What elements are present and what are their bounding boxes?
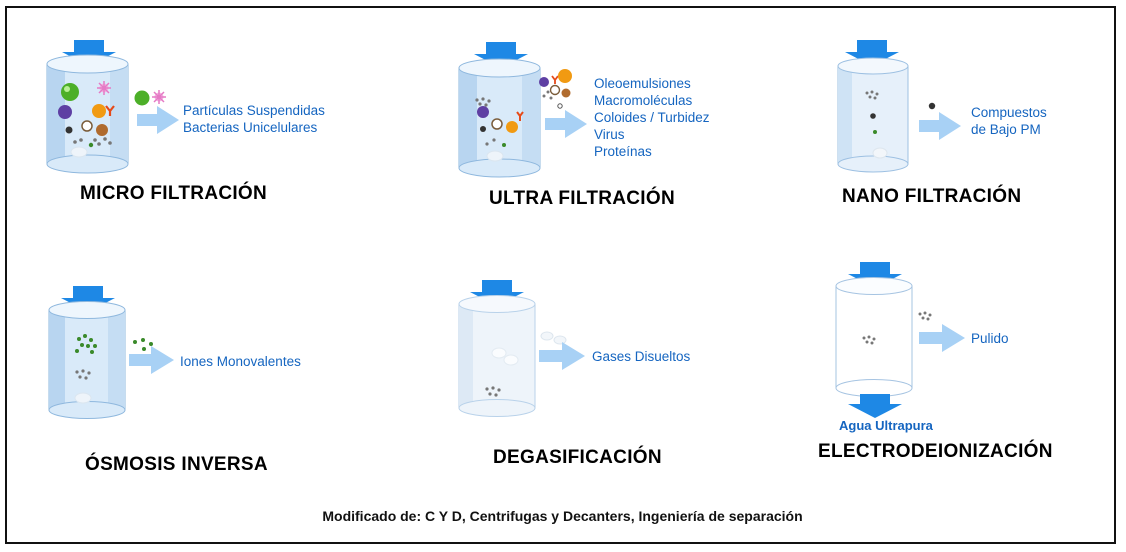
panel-title: MICRO FILTRACIÓN bbox=[80, 183, 268, 204]
electrodeionizacion-labels: Pulido bbox=[971, 330, 1009, 347]
micro-filtracion-figure bbox=[46, 40, 179, 174]
label-item: Gases Disueltos bbox=[592, 349, 691, 364]
micro-filtracion-labels: Partículas Suspendidas Bacterias Unicelu… bbox=[183, 102, 325, 136]
panel-title: NANO FILTRACIÓN bbox=[842, 186, 1022, 207]
panel-title: ÓSMOSIS INVERSA bbox=[85, 454, 268, 475]
output-arrow-icon bbox=[137, 106, 179, 134]
input-arrow-icon bbox=[470, 280, 524, 306]
label-item: Oleoemulsiones bbox=[594, 76, 691, 91]
nano-filtracion-labels: Compuestos de Bajo PM bbox=[971, 104, 1047, 138]
diagram-frame: Partículas Suspendidas Bacterias Unicelu… bbox=[5, 6, 1116, 544]
label-item: Proteínas bbox=[594, 144, 652, 159]
output-arrow-icon bbox=[539, 342, 585, 370]
label-item: Macromoléculas bbox=[594, 93, 693, 108]
input-arrow-icon bbox=[474, 42, 528, 68]
cylinder-top bbox=[48, 301, 126, 319]
particle-purple bbox=[58, 105, 72, 119]
cylinder-top bbox=[46, 54, 129, 74]
cylinder-top bbox=[835, 277, 913, 295]
panel-title: ULTRA FILTRACIÓN bbox=[489, 188, 675, 209]
degasificacion-labels: Gases Disueltos bbox=[592, 348, 690, 365]
label-item: Virus bbox=[594, 127, 625, 142]
osmosis-inversa-labels: Iones Monovalentes bbox=[180, 353, 301, 370]
cylinder-top bbox=[458, 58, 541, 78]
output-down-arrow-icon bbox=[848, 394, 902, 418]
output-arrow-icon bbox=[919, 112, 961, 140]
particle-green-out bbox=[134, 90, 150, 106]
input-arrow-icon bbox=[61, 286, 115, 312]
input-arrow-icon bbox=[62, 40, 116, 66]
label-item: Compuestos bbox=[971, 105, 1047, 120]
cylinder-body bbox=[835, 285, 913, 389]
label-item: Partículas Suspendidas bbox=[183, 103, 325, 118]
label-item: de Bajo PM bbox=[971, 122, 1041, 137]
ultra-filtracion-figure bbox=[458, 42, 587, 178]
ultra-filtracion-labels: Oleoemulsiones Macromoléculas Coloides /… bbox=[594, 75, 710, 160]
osmosis-inversa-figure bbox=[48, 286, 174, 419]
panel-title: ELECTRODEIONIZACIÓN bbox=[818, 441, 1053, 462]
input-arrow-icon bbox=[845, 40, 899, 66]
electrodeionizacion-figure bbox=[835, 262, 965, 418]
input-arrow-icon bbox=[848, 262, 902, 288]
label-item: Iones Monovalentes bbox=[180, 354, 301, 369]
output-label: Agua Ultrapura bbox=[839, 418, 933, 433]
label-item: Coloides / Turbidez bbox=[594, 110, 710, 125]
label-item: Pulido bbox=[971, 331, 1009, 346]
degasificacion-figure bbox=[458, 280, 585, 417]
virus-star bbox=[97, 81, 111, 95]
output-arrow-icon bbox=[129, 346, 174, 374]
particle-orange bbox=[92, 104, 106, 118]
output-arrow-icon bbox=[545, 110, 587, 138]
source-caption: Modificado de: C Y D, Centrifugas y Deca… bbox=[322, 508, 803, 524]
cylinder-top bbox=[837, 57, 909, 75]
nano-filtracion-figure bbox=[837, 40, 961, 173]
panel-title: DEGASIFICACIÓN bbox=[493, 447, 662, 468]
output-arrow-icon bbox=[919, 324, 965, 352]
cylinder-top bbox=[458, 295, 536, 313]
label-item: Bacterias Unicelulares bbox=[183, 120, 318, 135]
